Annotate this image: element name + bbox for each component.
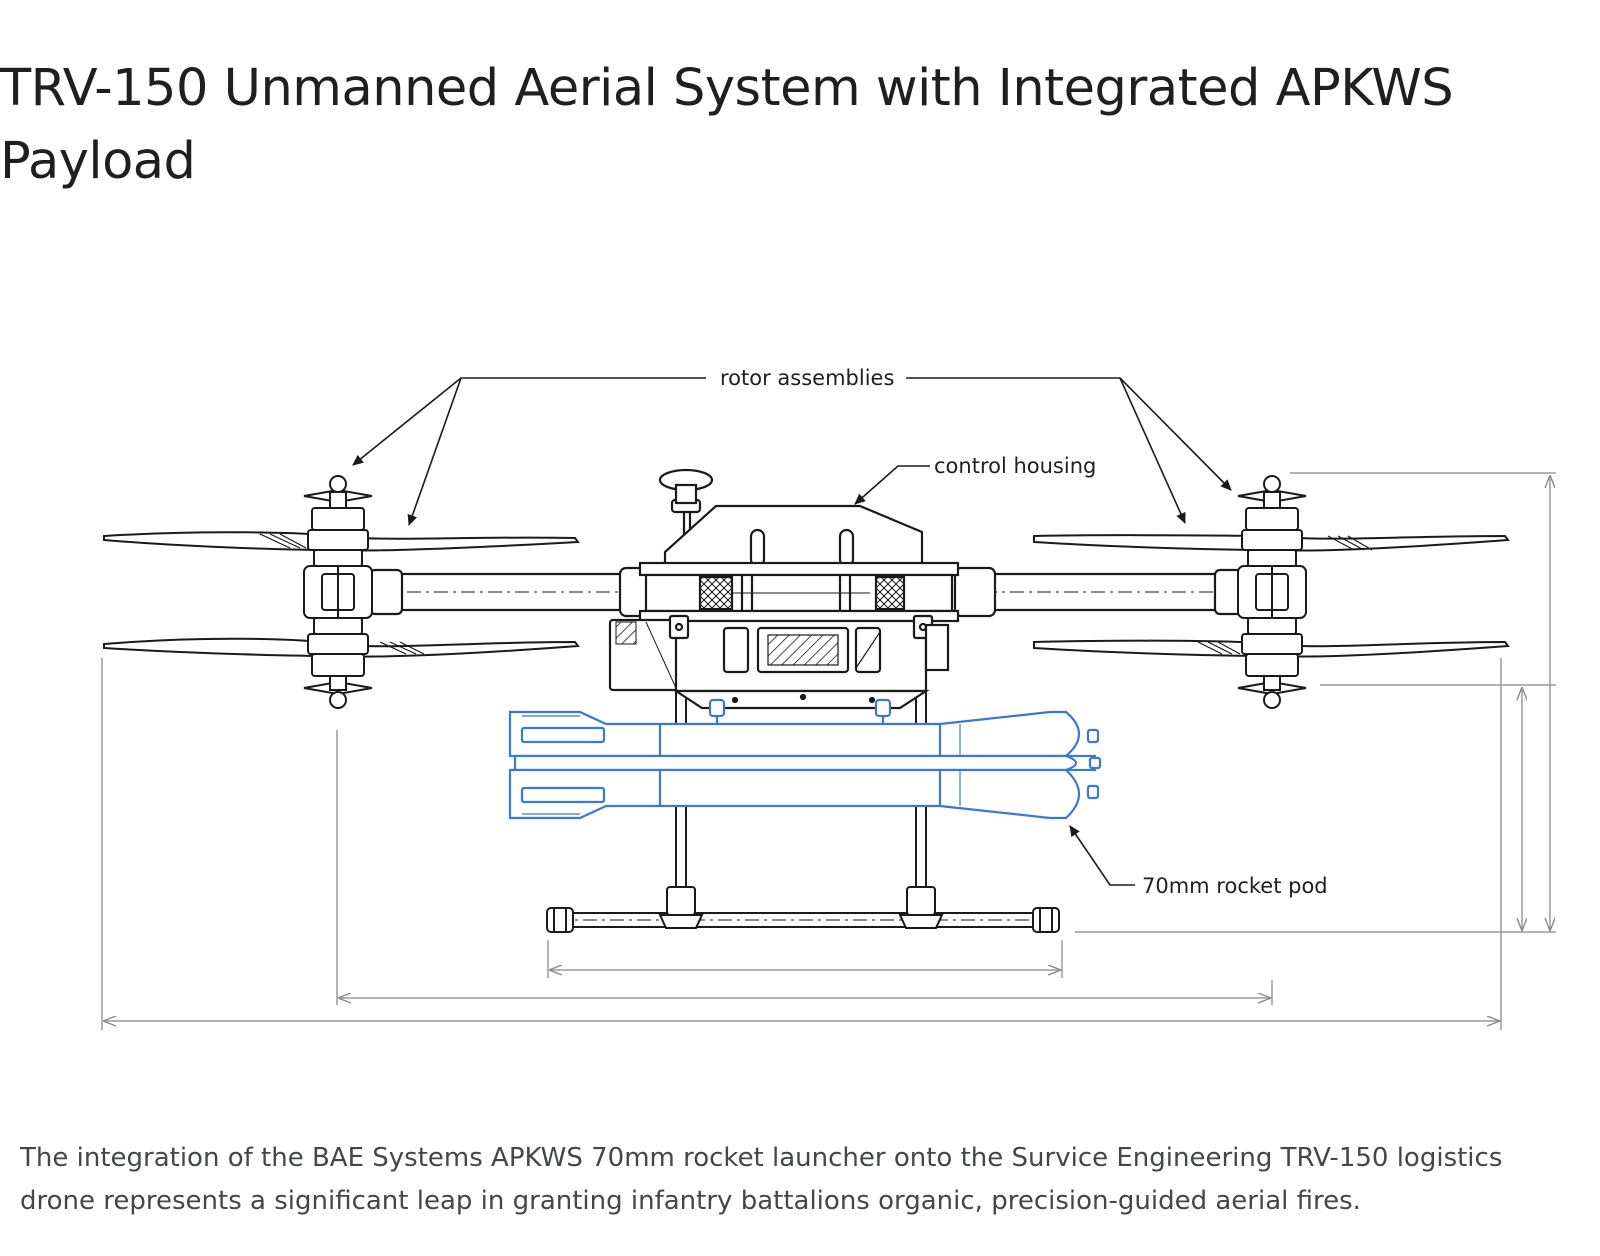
right-rotor-assembly <box>1033 475 1510 709</box>
callout-rotor-assemblies: rotor assemblies <box>720 366 894 390</box>
left-rotor-assembly <box>103 475 580 709</box>
callout-leaders <box>352 377 1232 886</box>
drone-diagram-figure: rotor assemblies control housing 70mm ro… <box>0 360 1600 1080</box>
page-title: TRV-150 Unmanned Aerial System with Inte… <box>0 59 1454 191</box>
callout-rocket-pod: 70mm rocket pod <box>1142 874 1328 898</box>
callout-control-housing: control housing <box>934 454 1096 478</box>
drone-technical-drawing: rotor assemblies control housing 70mm ro… <box>101 366 1556 1030</box>
rocket-pod <box>508 698 1102 820</box>
central-body <box>608 468 960 710</box>
figure-caption: The integration of the BAE Systems APKWS… <box>20 1143 1503 1216</box>
dimension-lines <box>101 472 1556 1030</box>
rotor-arms <box>368 566 1249 618</box>
